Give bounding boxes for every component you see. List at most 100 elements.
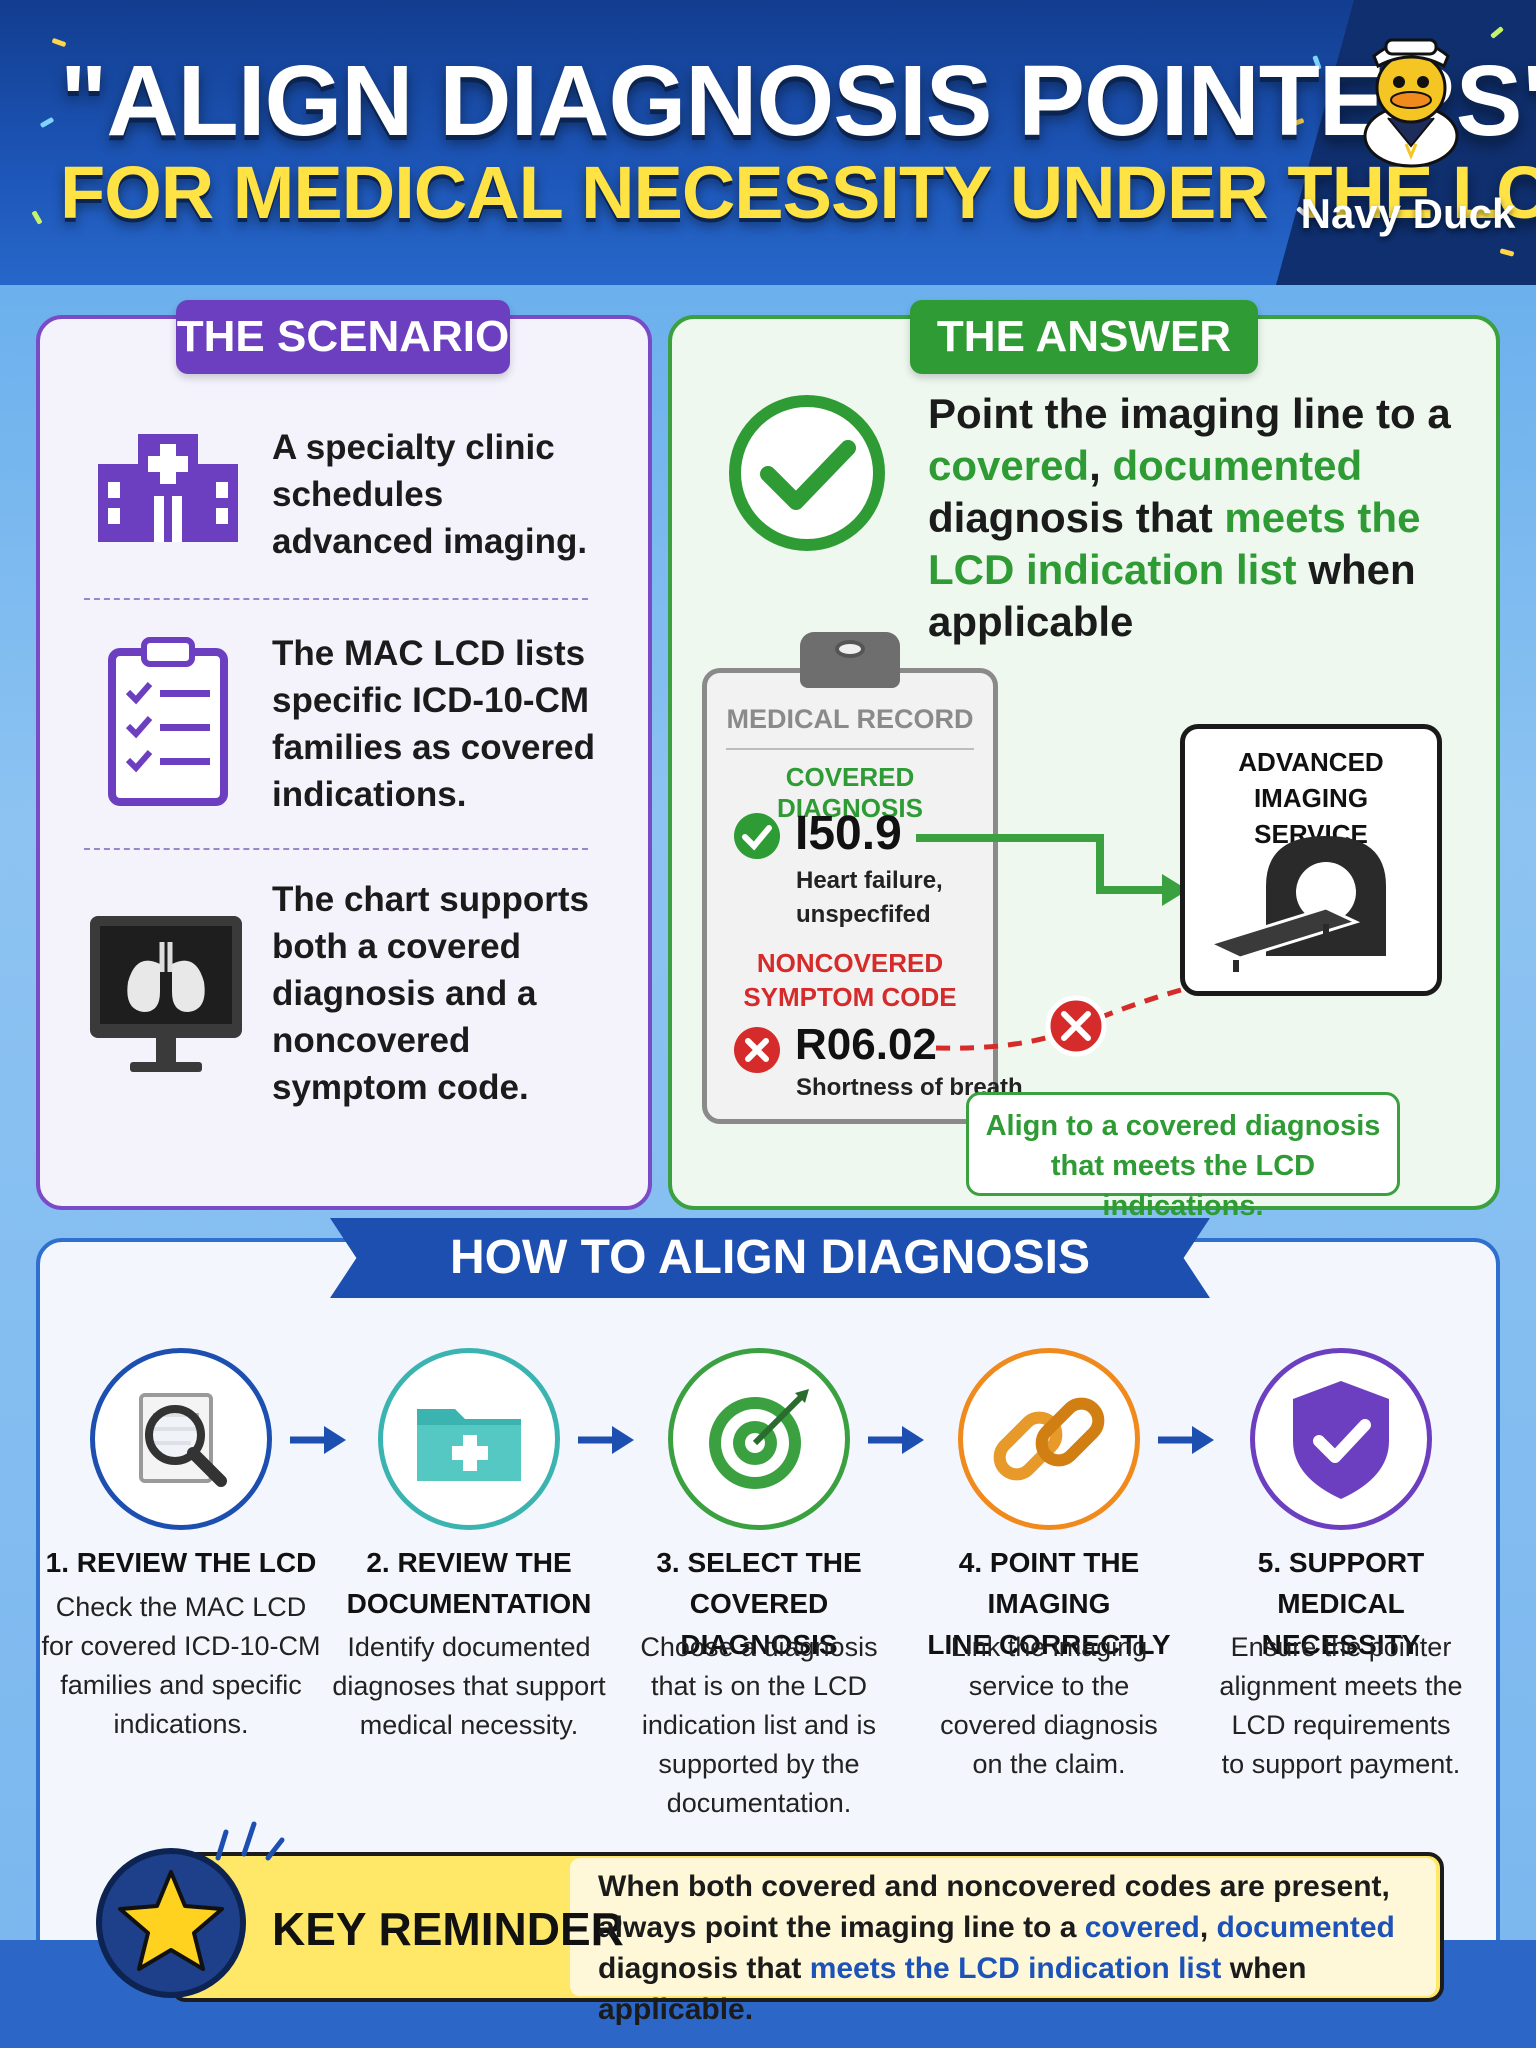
key-reminder-segment: when applicable.	[598, 1952, 1307, 2026]
step-1-description: Check the MAC LCD for covered ICD-10-CM fa…	[36, 1588, 326, 1744]
covered-diagnosis-label: COVERED DIAGNOSIS	[777, 762, 923, 823]
key-reminder-text: When both covered and noncovered codes a…	[598, 1866, 1428, 2030]
step-description-line: covered diagnosis	[940, 1710, 1158, 1740]
step-description-line: for covered ICD-10-CM	[41, 1631, 321, 1661]
noncovered-label-line: NONCOVERED	[756, 948, 944, 978]
step-description-line: Choose a diagnosis	[640, 1632, 878, 1662]
key-reminder-line: When both covered and noncovered codes a…	[598, 1870, 1390, 1903]
step-description-line: Check the MAC LCD	[55, 1592, 307, 1622]
check-circle-icon	[729, 395, 885, 551]
step-description-line: Identify documented	[347, 1632, 591, 1662]
step-description-line: documentation.	[666, 1788, 852, 1818]
star-icon	[118, 1870, 224, 1971]
step-description-line: that is on the LCD	[650, 1671, 868, 1701]
step-3-circle	[668, 1348, 850, 1530]
step-title-line: 1. REVIEW THE LCD	[45, 1547, 317, 1578]
step-5-title: 5. SUPPORT MEDICAL NECESSITY	[1196, 1542, 1486, 1665]
step-title-line: 5. SUPPORT	[1257, 1547, 1425, 1578]
medical-record-title: MEDICAL RECORD	[726, 704, 974, 734]
key-reminder-segment: diagnosis that	[598, 1952, 810, 1985]
noncovered-code: R06.02	[795, 1020, 937, 1069]
covered-code: I50.9	[795, 807, 902, 860]
step-title-line: LINE CORRECTLY	[927, 1629, 1171, 1660]
step-title-line: DOCUMENTATION	[346, 1588, 592, 1619]
answer-text: when applicable	[928, 546, 1416, 645]
answer-highlight-meets: meets the LCD indication list	[928, 494, 1421, 593]
confetti	[31, 210, 43, 225]
step-description-line: families and specific	[60, 1670, 302, 1700]
sparkle-lines-icon	[215, 1821, 285, 1861]
chain-link-icon	[993, 1397, 1105, 1481]
step-5-circle	[1250, 1348, 1432, 1530]
key-reminder-highlight: documented	[1216, 1911, 1395, 1944]
step-2-description: Identify documented diagnoses that suppor…	[324, 1628, 614, 1745]
star-badge	[96, 1848, 246, 1998]
scenario-item-1-text: A specialty clinic schedules advanced im…	[272, 428, 588, 561]
brand-name: Navy Duck	[1300, 190, 1516, 237]
service-title-line: ADVANCED IMAGING	[1238, 747, 1384, 813]
step-description-line: supported by the	[658, 1749, 860, 1779]
step-description-line: indications.	[113, 1709, 249, 1739]
step-description-line: Ensure the pointer	[1230, 1632, 1452, 1662]
hospital-icon	[98, 434, 238, 542]
shield-check-icon	[1293, 1381, 1389, 1499]
step-description-line: on the claim.	[972, 1749, 1126, 1779]
step-title-line: MEDICAL NECESSITY	[1261, 1588, 1421, 1660]
answer-text: diagnosis that	[928, 494, 1225, 541]
step-description-line: alignment meets the	[1219, 1671, 1463, 1701]
clipboard-clip-hole	[835, 640, 865, 658]
monitor-lungs-icon	[90, 916, 242, 1072]
noncovered-link-dashed	[935, 985, 1189, 1057]
step-4-title: 4. POINT THE IMAGING LINE CORRECTLY	[904, 1542, 1194, 1665]
step-description-line: medical necessity.	[359, 1710, 579, 1740]
key-reminder-title: KEY REMINDER	[272, 1903, 624, 1955]
answer-text: Point the imaging line to a	[928, 390, 1451, 437]
step-1-title: 1. REVIEW THE LCD	[36, 1542, 326, 1583]
align-note-line: that meets the LCD indications.	[1050, 1150, 1316, 1222]
divider	[726, 748, 974, 750]
step-2-circle	[378, 1348, 560, 1530]
arrow-right-icon	[1158, 1426, 1214, 1454]
key-reminder-line: always point the imaging line to a cover…	[598, 1907, 1428, 1948]
arrow-right-icon	[868, 1426, 924, 1454]
x-icon	[734, 1027, 780, 1073]
confetti	[39, 116, 55, 129]
step-title-line: COVERED DIAGNOSIS	[680, 1588, 838, 1660]
step-title-line: 2. REVIEW THE	[366, 1547, 572, 1578]
covered-link-arrow	[916, 834, 1188, 906]
step-description-line: diagnoses that support	[332, 1671, 606, 1701]
step-2-title: 2. REVIEW THE DOCUMENTATION	[324, 1542, 614, 1624]
mri-scanner-icon	[1206, 836, 1386, 972]
step-title-line: 3. SELECT THE	[656, 1547, 862, 1578]
arrow-right-icon	[578, 1426, 634, 1454]
divider	[84, 598, 588, 600]
step-description-line: LCD requirements	[1231, 1710, 1451, 1740]
arrow-right-icon	[290, 1426, 346, 1454]
step-description-line: to support payment.	[1221, 1749, 1461, 1779]
step-description-line: service to the	[968, 1671, 1130, 1701]
howto-ribbon: HOW TO ALIGN DIAGNOSIS POINTERS	[330, 1218, 1210, 1298]
answer-highlight-covered: covered	[928, 442, 1090, 489]
answer-text: ,	[1089, 442, 1113, 489]
step-3-title: 3. SELECT THE COVERED DIAGNOSIS	[614, 1542, 904, 1665]
scenario-item-3-text: The chart supports both a covered diagno…	[272, 880, 589, 1107]
covered-code-description-line: Heart failure,	[796, 867, 943, 894]
step-title-line: 4. POINT THE IMAGING	[958, 1547, 1140, 1619]
navy-duck-logo-icon	[1363, 38, 1459, 168]
key-reminder-inner	[570, 1858, 1436, 1996]
covered-code-description: Heart failure,unspecfifed	[796, 864, 943, 932]
step-4-description: Link the imaging service to the covered di…	[904, 1628, 1194, 1784]
scenario-tab: THE SCENARIO	[176, 300, 510, 374]
key-reminder-segment: ,	[1199, 1911, 1217, 1944]
magnifier-document-icon	[139, 1393, 227, 1487]
checklist-icon	[108, 637, 228, 806]
answer-tab: THE ANSWER	[910, 300, 1258, 374]
divider	[84, 848, 588, 850]
step-description-line: Link the imaging	[950, 1632, 1148, 1662]
page-subtitle: FOR MEDICAL NECESSITY UNDER THE LCD	[60, 151, 1536, 234]
key-reminder-highlight: meets the LCD indication list	[809, 1952, 1222, 1985]
